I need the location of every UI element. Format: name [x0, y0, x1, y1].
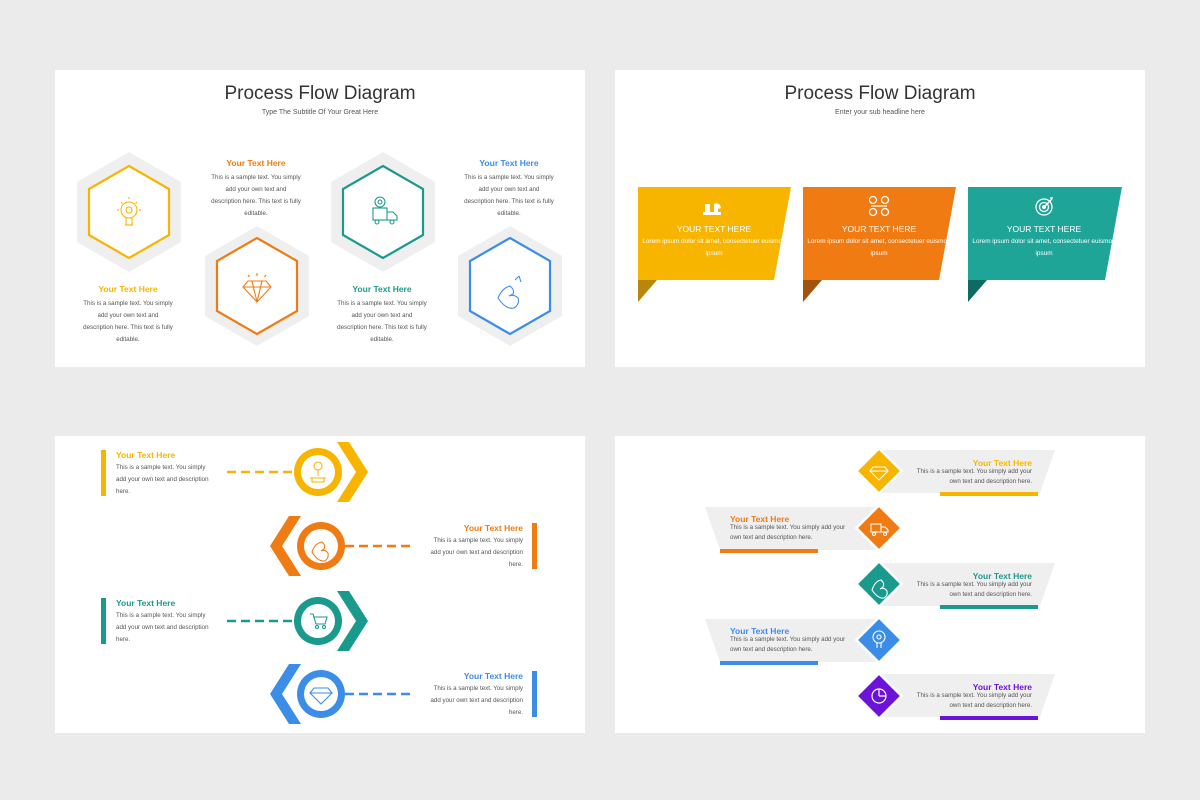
slide-subtitle: Type The Subtitle Of Your Great Here	[261, 109, 379, 116]
slide-title: Process Flow Diagram	[224, 83, 416, 104]
step-4-heading: Your Text Here	[730, 626, 790, 636]
row-2-heading: Your Text Here	[463, 523, 523, 533]
step-4-description: This is a sample text. You simply add yo…	[730, 636, 846, 653]
step-5-heading: Your Text Here	[972, 682, 1032, 692]
slide-hexagon-process: Process Flow Diagram Type The Subtitle O…	[55, 70, 585, 367]
box-1-heading: YOUR TEXT HERE	[676, 224, 752, 234]
chess-icon	[703, 203, 721, 215]
box-2-text: Lorem ipsum dolor sit amet, consectetuer…	[807, 238, 951, 257]
hexagon-step-3	[331, 152, 435, 272]
target-icon	[1035, 197, 1053, 216]
strong-arm-icon	[497, 275, 522, 309]
box-2-heading: YOUR TEXT HERE	[841, 224, 917, 234]
strong-arm-icon	[871, 579, 888, 599]
row-1-heading: Your Text Here	[116, 450, 176, 460]
banner-box-2	[803, 187, 956, 302]
delivery-truck-icon	[870, 523, 889, 537]
shopping-cart-icon	[310, 613, 328, 630]
step-row-2	[270, 516, 537, 576]
row-3-heading: Your Text Here	[116, 598, 176, 608]
step-2-heading: Your Text Here	[730, 514, 790, 524]
money-plant-icon	[310, 461, 326, 483]
chevron-diagram	[101, 442, 537, 724]
step-4-description: This is a sample text. You simply add yo…	[464, 174, 554, 217]
step-1-heading: Your Text Here	[972, 458, 1032, 468]
hexagon-step-2	[205, 226, 309, 346]
box-1-text: Lorem ipsum dolor sit amet, consectetuer…	[642, 238, 786, 257]
diamond-icon	[309, 687, 333, 705]
step-5-description: This is a sample text. You simply add yo…	[916, 692, 1032, 709]
banner-box-3	[968, 187, 1122, 302]
step-3-heading: Your Text Here	[972, 571, 1032, 581]
bulb-gear-icon	[872, 630, 886, 648]
row-4-description: This is a sample text. You simply add yo…	[430, 685, 523, 716]
hexagon-step-1	[77, 152, 181, 272]
step-2-description: This is a sample text. You simply add yo…	[211, 174, 301, 217]
step-1-description: This is a sample text. You simply add yo…	[83, 300, 173, 343]
slide-diamond-process: Your Text Here This is a sample text. Yo…	[615, 436, 1145, 733]
slide-chevron-process: Your Text Here This is a sample text. Yo…	[55, 436, 585, 733]
slide-subtitle: Enter your sub headline here	[835, 109, 925, 116]
step-2-heading: Your Text Here	[226, 158, 286, 168]
box-3-heading: YOUR TEXT HERE	[1006, 224, 1082, 234]
row-3-description: This is a sample text. You simply add yo…	[116, 612, 209, 643]
diamond-diagram	[705, 446, 1055, 721]
step-item-2	[705, 503, 904, 553]
bulb-gear-icon	[117, 197, 141, 226]
step-3-description: This is a sample text. You simply add yo…	[337, 300, 427, 343]
box-3-text: Lorem ipsum dolor sit amet, consectetuer…	[972, 238, 1116, 257]
banner-diagram	[638, 187, 1122, 302]
diamond-icon	[242, 273, 272, 303]
step-row-4	[270, 664, 537, 724]
row-2-description: This is a sample text. You simply add yo…	[430, 537, 523, 568]
step-3-description: This is a sample text. You simply add yo…	[916, 581, 1032, 598]
step-item-4	[705, 615, 904, 665]
step-4-heading: Your Text Here	[479, 158, 539, 168]
diamond-icon	[869, 466, 889, 481]
step-3-heading: Your Text Here	[352, 284, 412, 294]
banner-box-1	[638, 187, 791, 302]
hexagon-diagram	[77, 152, 562, 346]
step-1-heading: Your Text Here	[98, 284, 158, 294]
pie-chart-icon	[871, 688, 887, 704]
step-1-description: This is a sample text. You simply add yo…	[916, 468, 1032, 485]
step-2-description: This is a sample text. You simply add yo…	[730, 524, 846, 541]
strong-arm-icon	[311, 541, 329, 562]
step-item-3	[854, 559, 1055, 609]
slide-banner-process: Process Flow Diagram Enter your sub head…	[615, 70, 1145, 367]
row-4-heading: Your Text Here	[463, 671, 523, 681]
handshake-icon	[868, 195, 890, 217]
step-row-3	[101, 591, 368, 651]
row-1-description: This is a sample text. You simply add yo…	[116, 464, 209, 495]
delivery-truck-icon	[372, 196, 398, 225]
slide-title: Process Flow Diagram	[784, 83, 976, 104]
